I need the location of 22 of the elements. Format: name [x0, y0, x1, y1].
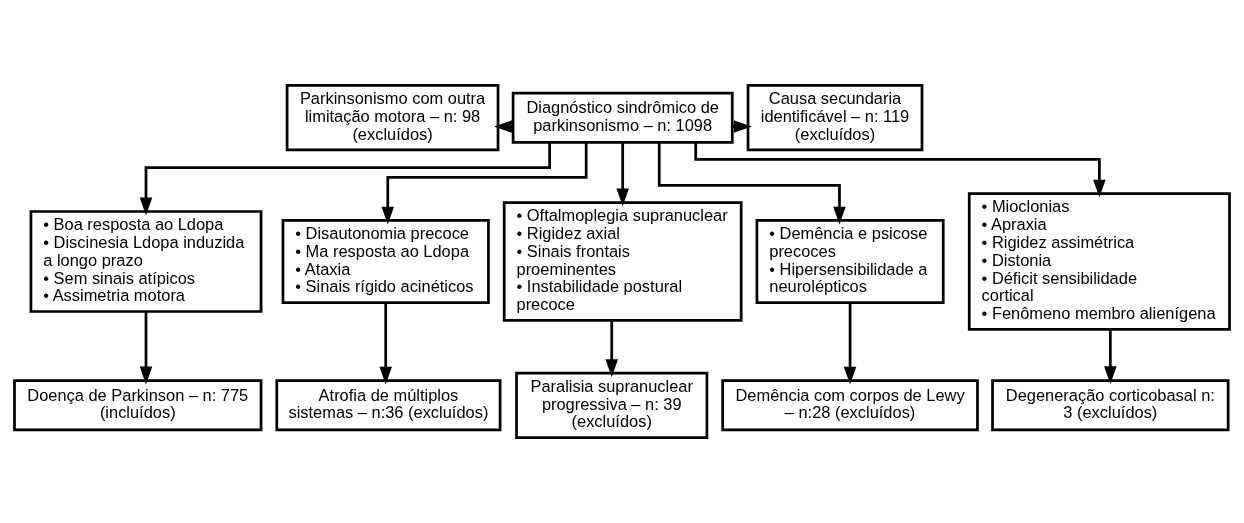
node-box: • Disautonomia precoce • Ma resposta ao Ldopa • Ataxia • Sinais rígido acinéticos	[281, 219, 490, 304]
node-box: Atrofia de múltiplos sistemas – n:36 (excluídos)	[275, 379, 502, 432]
node-box: • Mioclonias • Apraxia • Rigidez assimétrica • Distonia • Déficit sensibilidade cortical • Fenômeno membro alienígena	[967, 192, 1231, 331]
arrow	[616, 142, 629, 207]
arrow	[605, 320, 618, 378]
node-box: Causa secundaria identificável – n: 119 (excluídos)	[746, 84, 924, 152]
node-box: • Demência e psicose precoces • Hipersensibilidade a neurolépticos	[755, 219, 945, 304]
node-box: Doença de Parkinson – n: 775 (incluídos)	[13, 379, 263, 432]
node-box: Paralisia supranuclear progressiva – n: 39 (excluídos)	[515, 371, 709, 439]
arrow	[694, 142, 1106, 198]
node-box: Degeneração corticobasal n: 3 (excluídos)	[991, 379, 1230, 432]
node-box: • Boa resposta ao Ldopa • Discinesia Ldopa induzida a longo prazo • Sem sinais atípicos • Assimetria motora	[29, 210, 263, 313]
node-box: Parkinsonismo com outra limitação motora – n: 98 (excluídos)	[285, 84, 500, 152]
arrow	[381, 142, 588, 225]
arrow	[1104, 329, 1117, 385]
arrow	[139, 311, 153, 385]
arrow	[139, 142, 551, 216]
arrow	[379, 302, 392, 385]
node-box: • Oftalmoplegia supranuclear • Rigidez axial • Sinais frontais proeminentes • Instabilidade postural precoce	[502, 201, 743, 322]
arrow	[657, 142, 846, 225]
arrow	[843, 302, 857, 385]
node-box: Demência com corpos de Lewy – n:28 (excluídos)	[721, 379, 979, 432]
